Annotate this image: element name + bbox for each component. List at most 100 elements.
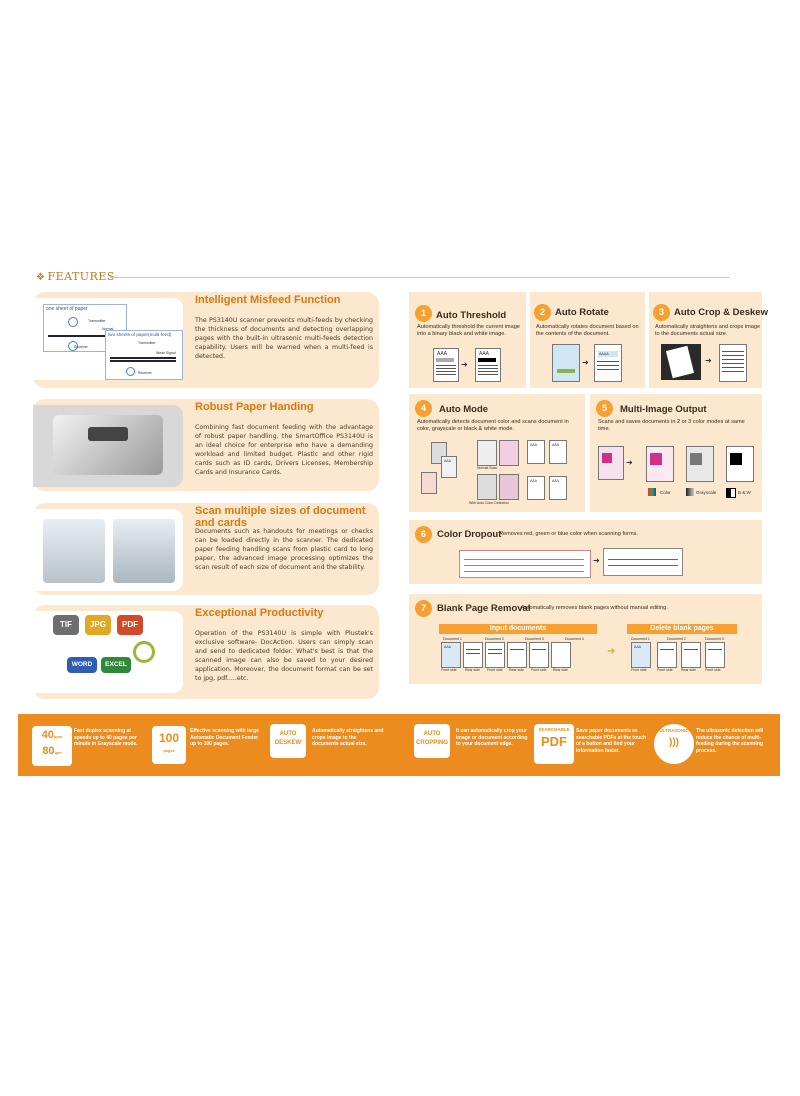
output-doc: AAA [549,440,567,464]
feature-desc: Scans and saves documents in 2 or 3 colo… [598,419,745,432]
doc-black-bar [478,358,496,362]
doc-label: AAA [552,443,560,447]
speed-icon: 40ppm 80ipm [32,726,72,766]
adf-value: 100 [158,731,180,745]
pdf-searchable-label: SEARCHABLE [538,727,570,732]
feature-icons-strip: 40ppm 80ipm Fast duplex scanning at spee… [18,714,780,776]
skewed-scan-icon [661,344,701,380]
form-line [608,559,678,560]
feature-card-productivity: TIF JPG PDF WORD EXCEL Exceptional Produ… [33,605,379,699]
page-thumb [681,642,701,668]
feature-desc: Automatically removes blank pages withou… [521,605,668,611]
rotated-doc-icon [552,344,580,382]
scanner-image [53,415,163,475]
features-heading: ❖FEATURES [36,270,115,283]
arrow-right-icon: ➜ [607,646,616,657]
feature-title: Blank Page Removal [437,603,531,614]
arrow-right-icon: ➜ [626,458,633,467]
doc-label: Document 1 [443,637,462,641]
strip-text: It can automatically crop your image or … [456,728,528,747]
scanner-rollers-photo [33,405,183,487]
legend-color: Color [660,490,671,495]
page-thumb [507,642,527,668]
normal-scan-doc [477,440,497,466]
output-doc: AAA [549,476,567,500]
page-label: AAA [634,645,642,649]
bw-swatch-icon [726,488,736,498]
side-label: Rear side [465,668,480,672]
adf-unit: pages [163,748,175,753]
feature-card-multiple-sizes: Scan multiple sizes of document and card… [33,503,379,595]
arrow-right-icon: ➜ [705,356,712,365]
doc-bar [557,369,575,373]
form-red-line [464,571,584,572]
normal-scan-label: Normal Scan [477,466,498,470]
doc-label: Document 1 [631,637,650,641]
feature-title: Auto Rotate [555,307,609,318]
doc-image [690,453,702,465]
doc-label: Document 2 [485,637,504,641]
diamond-icon: ❖ [36,272,46,283]
output-doc: AAA [527,476,545,500]
input-documents-header: Input documents [439,624,597,634]
input-doc-icon [421,472,437,494]
delete-blank-pages-header: Delete blank pages [627,624,737,634]
page-thumb: AAA [631,642,651,668]
page-thumb: AAA [441,642,461,668]
side-label: Rear side [509,668,524,672]
doc-image [602,453,612,463]
side-label: Rear side [681,668,696,672]
side-label: Front side [531,668,547,672]
strip-text: Effective scanning with large Automatic … [190,728,259,747]
input-doc-icon: AAA [441,456,457,478]
features-title-text: FEATURES [47,270,115,283]
word-icon: WORD [67,657,97,673]
misfeed-diagram-panel: one sheet of paper Transmitter Normal Re… [33,298,183,380]
scanner-photos-panel [33,509,183,591]
doc-label: AAA [530,479,538,483]
feature-card-paper-handling: Robust Paper Handing Combining fast docu… [33,399,379,491]
feature-multi-image-output: 5 Multi-Image Output Scans and saves doc… [590,394,762,512]
ipm-unit: ipm [54,750,62,755]
side-label: Front side [631,668,647,672]
auto-color-detection-label: With Auto Color Detection [469,501,510,505]
strip-text: Save paper documents as searchable PDFs … [576,728,647,754]
normal-label: Normal [102,327,114,331]
strip-text: Fast duplex scanning at speeds up to 40 … [74,728,138,747]
output-doc: AAA [527,440,545,464]
legend-bw: B & W [738,490,751,495]
feature-title: Multi-Image Output [620,404,707,415]
receiver-label-2: Receiver [138,371,152,375]
feature-color-dropout: 6 Color Dropout Removes red, green or bl… [409,520,762,584]
two-sheets-label: two sheets of paper(multi-feed) [108,332,172,337]
ultrasonic-label: ULTRASONIC [659,728,689,733]
doc-image [650,453,662,465]
page-label: AAA [444,645,452,649]
ipm-value: 80 [42,745,55,757]
feature-number: 5 [596,400,613,417]
feature-text: The PS3140U scanner prevents multi-feeds… [195,317,373,360]
arrow-right-icon: ➜ [582,358,589,367]
page-thumb [463,642,483,668]
arrow-right-icon: ➜ [461,360,468,369]
pdf-label: PDF [541,734,567,749]
ppm-unit: ppm [53,734,63,739]
side-label: Front side [487,668,503,672]
transmitter-label: Transmitter [88,319,106,323]
feature-number: 2 [534,304,551,321]
doc-label: AAA [444,459,452,463]
magnifier-icon [133,641,155,663]
one-sheet-label: one sheet of paper [46,306,88,312]
excel-icon: EXCEL [101,657,131,673]
feature-desc: Automatically rotates document based on … [536,324,639,337]
ppm-value: 40 [41,729,54,741]
scanner-image-1 [43,519,105,583]
doc-gray-bar [436,358,454,362]
side-label: Front side [705,668,721,672]
form-dropout-icon [603,548,683,576]
page-thumb [657,642,677,668]
jpg-icon: JPG [85,615,111,635]
receiver-icon-2 [126,367,135,376]
feature-desc: Automatically detects document color and… [417,419,569,432]
receiver-label: Receiver [74,345,88,349]
